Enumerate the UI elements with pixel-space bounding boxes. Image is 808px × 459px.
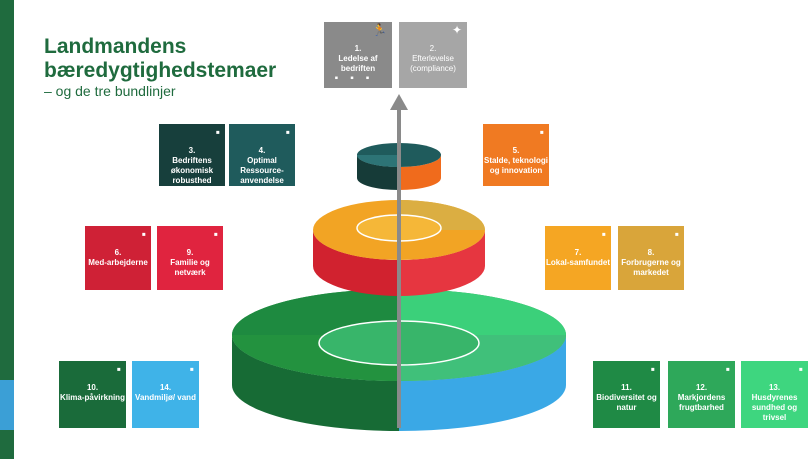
community-icon: ▪ bbox=[601, 227, 606, 241]
left-accent-bar bbox=[0, 0, 14, 459]
family-icon: ▪ bbox=[213, 227, 218, 241]
theme-box-14: ▪ 14. Vandmiljø/ vand bbox=[132, 361, 199, 428]
resource-icon: ▪ bbox=[285, 125, 290, 139]
theme-box-12: ▪ 12. Markjordens frugtbarhed bbox=[668, 361, 735, 428]
theme-box-9: ▪ 9. Familie og netværk bbox=[157, 226, 223, 290]
soil-icon: ▪ bbox=[725, 362, 730, 376]
page-subtitle: – og de tre bundlinjer bbox=[44, 83, 176, 99]
theme-box-6: ▪ 6. Med-arbejderne bbox=[85, 226, 151, 290]
theme-box-7: ▪ 7. Lokal-samfundet bbox=[545, 226, 611, 290]
planet-icon: ✦ bbox=[451, 23, 462, 37]
page-title: Landmandens bæredygtighedstemaer bbox=[44, 35, 276, 83]
theme-box-1: 🏃 1. Ledelse af bedriften ▪▪▪ bbox=[324, 22, 392, 88]
people-icon: ▪ bbox=[141, 227, 146, 241]
theme-box-13: ▪ 13. Husdyrenes sundhed og trivsel bbox=[741, 361, 808, 428]
market-icon: ▪ bbox=[674, 227, 679, 241]
vertical-arrow bbox=[390, 94, 408, 428]
title-line-1: Landmandens bbox=[44, 35, 187, 58]
left-accent-segment bbox=[0, 380, 14, 430]
water-icon: ▪ bbox=[189, 362, 194, 376]
title-line-2: bæredygtighedstemaer bbox=[44, 59, 277, 82]
theme-box-5: ▪ 5. Stalde, teknologi og innovation bbox=[483, 124, 549, 186]
nature-icon: ▪ bbox=[650, 362, 655, 376]
theme-box-4: ▪ 4. Optimal Ressource-anvendelse bbox=[229, 124, 295, 186]
theme-box-2: ✦ 2. Efterlevelse (compliance) bbox=[399, 22, 467, 88]
theme-box-11: ▪ 11. Biodiversitet og natur bbox=[593, 361, 660, 428]
theme-box-8: ▪ 8. Forbrugerne og markedet bbox=[618, 226, 684, 290]
barn-icon: ▪ bbox=[539, 125, 544, 139]
climate-icon: ▪ bbox=[116, 362, 121, 376]
middle-tier bbox=[313, 200, 485, 296]
theme-box-3: ▪ 3. Bedriftens økonomisk robusthed bbox=[159, 124, 225, 186]
theme-box-10: ▪ 10. Klima-påvirkning bbox=[59, 361, 126, 428]
animal-icon: ▪ bbox=[798, 362, 803, 376]
runner-icon: 🏃 bbox=[372, 23, 387, 37]
bottomline-icons: ▪▪▪ bbox=[334, 73, 382, 84]
money-icon: ▪ bbox=[215, 125, 220, 139]
